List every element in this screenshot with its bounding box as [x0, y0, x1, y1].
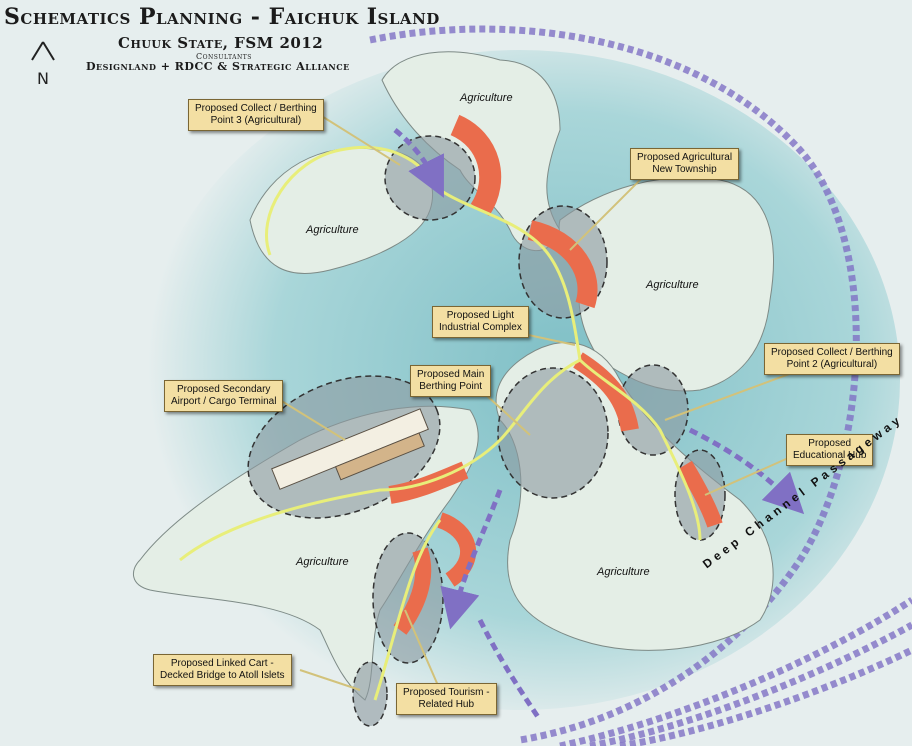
zone-tourism-hub [372, 532, 444, 664]
map-title: Schematics Planning - Faichuk Island [4, 4, 440, 30]
channel-passage-2 [589, 621, 912, 746]
hub-band-north [449, 114, 502, 217]
leader-township [569, 169, 651, 251]
cart-route [179, 145, 702, 701]
channel-arrow-4 [393, 128, 444, 198]
leader-cart [299, 669, 361, 691]
region-label-agriculture: Agriculture [646, 279, 699, 291]
channel-passage-3 [619, 646, 912, 746]
leader-collect2 [664, 369, 801, 421]
region-label-agriculture: Agriculture [306, 224, 359, 236]
channel-arrow-2 [477, 618, 543, 722]
channel-arrow-3 [688, 427, 805, 515]
north-arrow-icon: N [31, 41, 55, 88]
channel-ring [369, 25, 860, 744]
channel-passage-1 [559, 597, 912, 746]
zone-linked-cart [352, 661, 388, 727]
consultants-names: Designland + RDCC & Strategic Alliance [86, 60, 350, 73]
region-label-agriculture: Agriculture [296, 556, 349, 568]
leader-collect3 [319, 114, 401, 166]
zone-main-berthing [497, 367, 609, 499]
hub-band-southwest [436, 512, 477, 587]
hub-band-west [388, 461, 469, 504]
callout-tourism-hub: Proposed Tourism -Related Hub [396, 683, 497, 715]
consultants-label: Consultants [196, 52, 252, 61]
north-letter: N [37, 69, 49, 88]
airport-runway [271, 408, 429, 490]
map-subtitle: Chuuk State, FSM 2012 [118, 34, 324, 52]
channel-arrow-1 [440, 489, 503, 630]
region-label-agriculture: Agriculture [460, 92, 513, 104]
leader-edu [704, 454, 796, 496]
region-label-agriculture: Agriculture [597, 566, 650, 578]
leader-tourism [404, 609, 441, 691]
leader-airport [279, 399, 346, 441]
hub-band-tourism [393, 547, 432, 635]
callout-linked-cart: Proposed Linked Cart -Decked Bridge to A… [153, 654, 292, 686]
hub-band-township [527, 220, 598, 309]
hub-band-education [678, 460, 723, 528]
